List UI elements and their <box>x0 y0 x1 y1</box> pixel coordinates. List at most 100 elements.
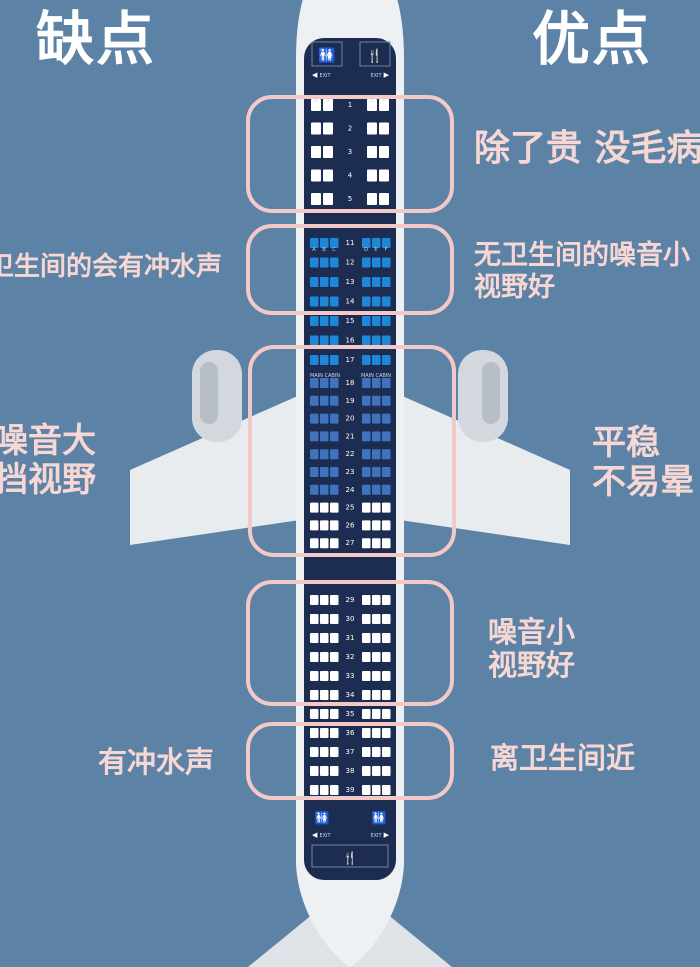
seat[interactable] <box>330 449 339 460</box>
seat[interactable] <box>330 355 339 365</box>
seat[interactable] <box>330 296 339 307</box>
seat[interactable] <box>330 431 339 442</box>
seat[interactable] <box>362 449 371 460</box>
seat[interactable] <box>362 785 371 795</box>
seat[interactable] <box>362 355 371 365</box>
seat[interactable] <box>320 413 329 424</box>
seat[interactable] <box>310 785 319 795</box>
seat[interactable] <box>362 595 371 605</box>
seat[interactable] <box>382 633 391 643</box>
seat[interactable] <box>382 257 391 268</box>
seat[interactable] <box>382 413 391 424</box>
seat[interactable] <box>330 709 339 719</box>
seat[interactable] <box>311 169 321 182</box>
seat[interactable] <box>382 785 391 795</box>
seat[interactable] <box>323 193 333 205</box>
seat[interactable] <box>382 335 391 346</box>
seat[interactable] <box>330 257 339 268</box>
seat[interactable] <box>382 296 391 307</box>
seat[interactable] <box>310 709 319 719</box>
seat[interactable] <box>310 335 319 346</box>
seat[interactable] <box>310 395 319 406</box>
seat[interactable] <box>323 146 333 158</box>
seat[interactable] <box>330 395 339 406</box>
seat[interactable] <box>372 484 381 495</box>
seat[interactable] <box>330 652 339 662</box>
seat[interactable] <box>323 169 333 182</box>
seat[interactable] <box>362 538 371 549</box>
seat[interactable] <box>320 671 329 681</box>
seat[interactable] <box>367 193 377 205</box>
seat[interactable] <box>362 747 371 757</box>
seat[interactable] <box>320 785 329 795</box>
seat[interactable] <box>330 238 339 248</box>
seat[interactable] <box>372 633 381 643</box>
seat[interactable] <box>310 728 319 738</box>
seat[interactable] <box>372 728 381 738</box>
seat[interactable] <box>330 378 339 388</box>
seat[interactable] <box>311 122 321 135</box>
seat[interactable] <box>330 690 339 700</box>
seat[interactable] <box>379 122 389 135</box>
seat[interactable] <box>379 146 389 158</box>
seat[interactable] <box>362 614 371 624</box>
seat[interactable] <box>379 99 389 111</box>
seat[interactable] <box>382 690 391 700</box>
seat[interactable] <box>330 277 339 287</box>
seat[interactable] <box>372 690 381 700</box>
seat[interactable] <box>382 277 391 287</box>
seat[interactable] <box>310 538 319 549</box>
seat[interactable] <box>320 431 329 442</box>
seat[interactable] <box>320 728 329 738</box>
seat[interactable] <box>311 146 321 158</box>
seat[interactable] <box>310 520 319 531</box>
seat[interactable] <box>382 449 391 460</box>
seat[interactable] <box>362 633 371 643</box>
seat[interactable] <box>372 378 381 388</box>
seat[interactable] <box>323 99 333 111</box>
seat[interactable] <box>320 467 329 477</box>
seat[interactable] <box>310 766 319 776</box>
seat[interactable] <box>320 316 329 326</box>
seat[interactable] <box>382 467 391 477</box>
seat[interactable] <box>372 316 381 326</box>
seat[interactable] <box>330 502 339 513</box>
seat[interactable] <box>362 238 371 248</box>
seat[interactable] <box>372 614 381 624</box>
seat[interactable] <box>372 296 381 307</box>
seat[interactable] <box>320 633 329 643</box>
seat[interactable] <box>372 355 381 365</box>
seat[interactable] <box>310 467 319 477</box>
seat[interactable] <box>362 502 371 513</box>
seat[interactable] <box>382 747 391 757</box>
seat[interactable] <box>310 257 319 268</box>
seat[interactable] <box>382 595 391 605</box>
seat[interactable] <box>362 652 371 662</box>
seat[interactable] <box>367 169 377 182</box>
seat[interactable] <box>382 316 391 326</box>
seat[interactable] <box>310 633 319 643</box>
seat[interactable] <box>362 296 371 307</box>
seat[interactable] <box>320 238 329 248</box>
seat[interactable] <box>320 335 329 346</box>
seat[interactable] <box>362 257 371 268</box>
seat[interactable] <box>362 335 371 346</box>
seat[interactable] <box>372 595 381 605</box>
seat[interactable] <box>310 296 319 307</box>
seat[interactable] <box>310 502 319 513</box>
seat[interactable] <box>362 277 371 287</box>
seat[interactable] <box>362 413 371 424</box>
seat[interactable] <box>310 413 319 424</box>
seat[interactable] <box>330 785 339 795</box>
seat[interactable] <box>310 378 319 388</box>
seat[interactable] <box>320 378 329 388</box>
seat[interactable] <box>382 652 391 662</box>
seat[interactable] <box>320 277 329 287</box>
seat[interactable] <box>372 709 381 719</box>
seat[interactable] <box>382 728 391 738</box>
seat[interactable] <box>372 395 381 406</box>
seat[interactable] <box>367 146 377 158</box>
seat[interactable] <box>310 671 319 681</box>
seat[interactable] <box>320 709 329 719</box>
seat[interactable] <box>372 766 381 776</box>
